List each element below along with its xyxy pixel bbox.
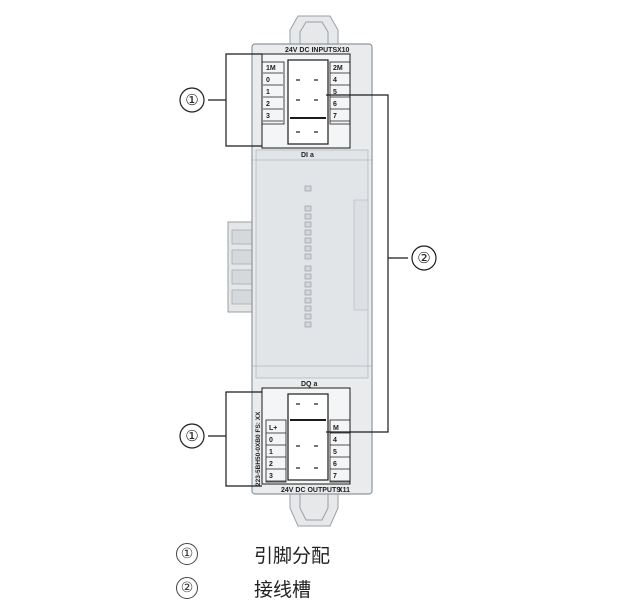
top-right-pin-3: 6 bbox=[333, 101, 337, 108]
status-led-12 bbox=[304, 297, 312, 304]
top-connector-label: X10 bbox=[337, 47, 350, 54]
bottom-connector-plug bbox=[287, 393, 329, 481]
bottom-footer-label: 24V DC OUTPUTS bbox=[281, 487, 341, 494]
callout-1-top: ① bbox=[179, 53, 262, 147]
top-terminal-block: 24V DC INPUTS X10 DI a bbox=[261, 47, 351, 159]
bottom-right-pin-0: M bbox=[333, 425, 339, 432]
callout-1-bottom: ① bbox=[179, 391, 262, 487]
top-connector-plug bbox=[287, 59, 329, 145]
status-led-11 bbox=[304, 289, 312, 296]
bottom-right-pin-1: 4 bbox=[333, 437, 337, 444]
bottom-mounting-clip bbox=[289, 491, 339, 527]
status-led-column bbox=[304, 185, 312, 328]
bottom-left-pin-3: 2 bbox=[269, 461, 273, 468]
bottom-left-pin-2: 1 bbox=[269, 449, 273, 456]
status-led-10 bbox=[304, 281, 312, 288]
callout-2-number: ② bbox=[417, 249, 430, 267]
bottom-right-pin-2: 5 bbox=[333, 449, 337, 456]
callout-1-bottom-number: ① bbox=[185, 427, 198, 445]
bottom-right-pin-3: 6 bbox=[333, 461, 337, 468]
status-led-15 bbox=[304, 321, 312, 328]
status-led-9 bbox=[304, 273, 312, 280]
top-left-pin-4: 3 bbox=[266, 113, 270, 120]
status-led-4 bbox=[304, 229, 312, 236]
callout-2: ② bbox=[326, 94, 437, 433]
bottom-connector-label: X11 bbox=[338, 487, 350, 494]
top-right-pin-1: 4 bbox=[333, 77, 337, 84]
status-led-3 bbox=[304, 221, 312, 228]
status-led-13 bbox=[304, 305, 312, 312]
top-right-pin-0: 2M bbox=[333, 65, 343, 72]
top-mounting-clip bbox=[289, 15, 339, 46]
bottom-right-pin-4: 7 bbox=[333, 473, 337, 480]
status-led-2 bbox=[304, 213, 312, 220]
status-led-7 bbox=[304, 253, 312, 260]
top-left-pin-0: 1M bbox=[266, 65, 276, 72]
top-right-pin-2: 5 bbox=[333, 89, 337, 96]
status-led-14 bbox=[304, 313, 312, 320]
bottom-left-pin-0: L+ bbox=[269, 425, 277, 432]
top-left-pin-1: 0 bbox=[266, 77, 270, 84]
bottom-caption: DQ a bbox=[301, 381, 317, 388]
status-led-1 bbox=[304, 205, 312, 212]
top-left-pin-3: 2 bbox=[266, 101, 270, 108]
callout-1-top-number: ① bbox=[185, 91, 198, 109]
status-led-8 bbox=[304, 265, 312, 272]
top-caption: DI a bbox=[301, 152, 314, 159]
side-part-label: 223-5BH50-0XB0 FS: XX bbox=[255, 411, 262, 486]
status-led-0 bbox=[304, 185, 312, 192]
top-left-pin-2: 1 bbox=[266, 89, 270, 96]
bottom-terminal-block: DQ a 24V DC OUTPUTS X11 223-5BH50-0XB0 F… bbox=[255, 381, 351, 494]
bottom-left-pin-1: 0 bbox=[269, 437, 273, 444]
top-right-pin-4: 7 bbox=[333, 113, 337, 120]
bottom-left-pin-4: 3 bbox=[269, 473, 273, 480]
top-header-label: 24V DC INPUTS bbox=[285, 47, 337, 54]
status-led-6 bbox=[304, 245, 312, 252]
status-led-5 bbox=[304, 237, 312, 244]
